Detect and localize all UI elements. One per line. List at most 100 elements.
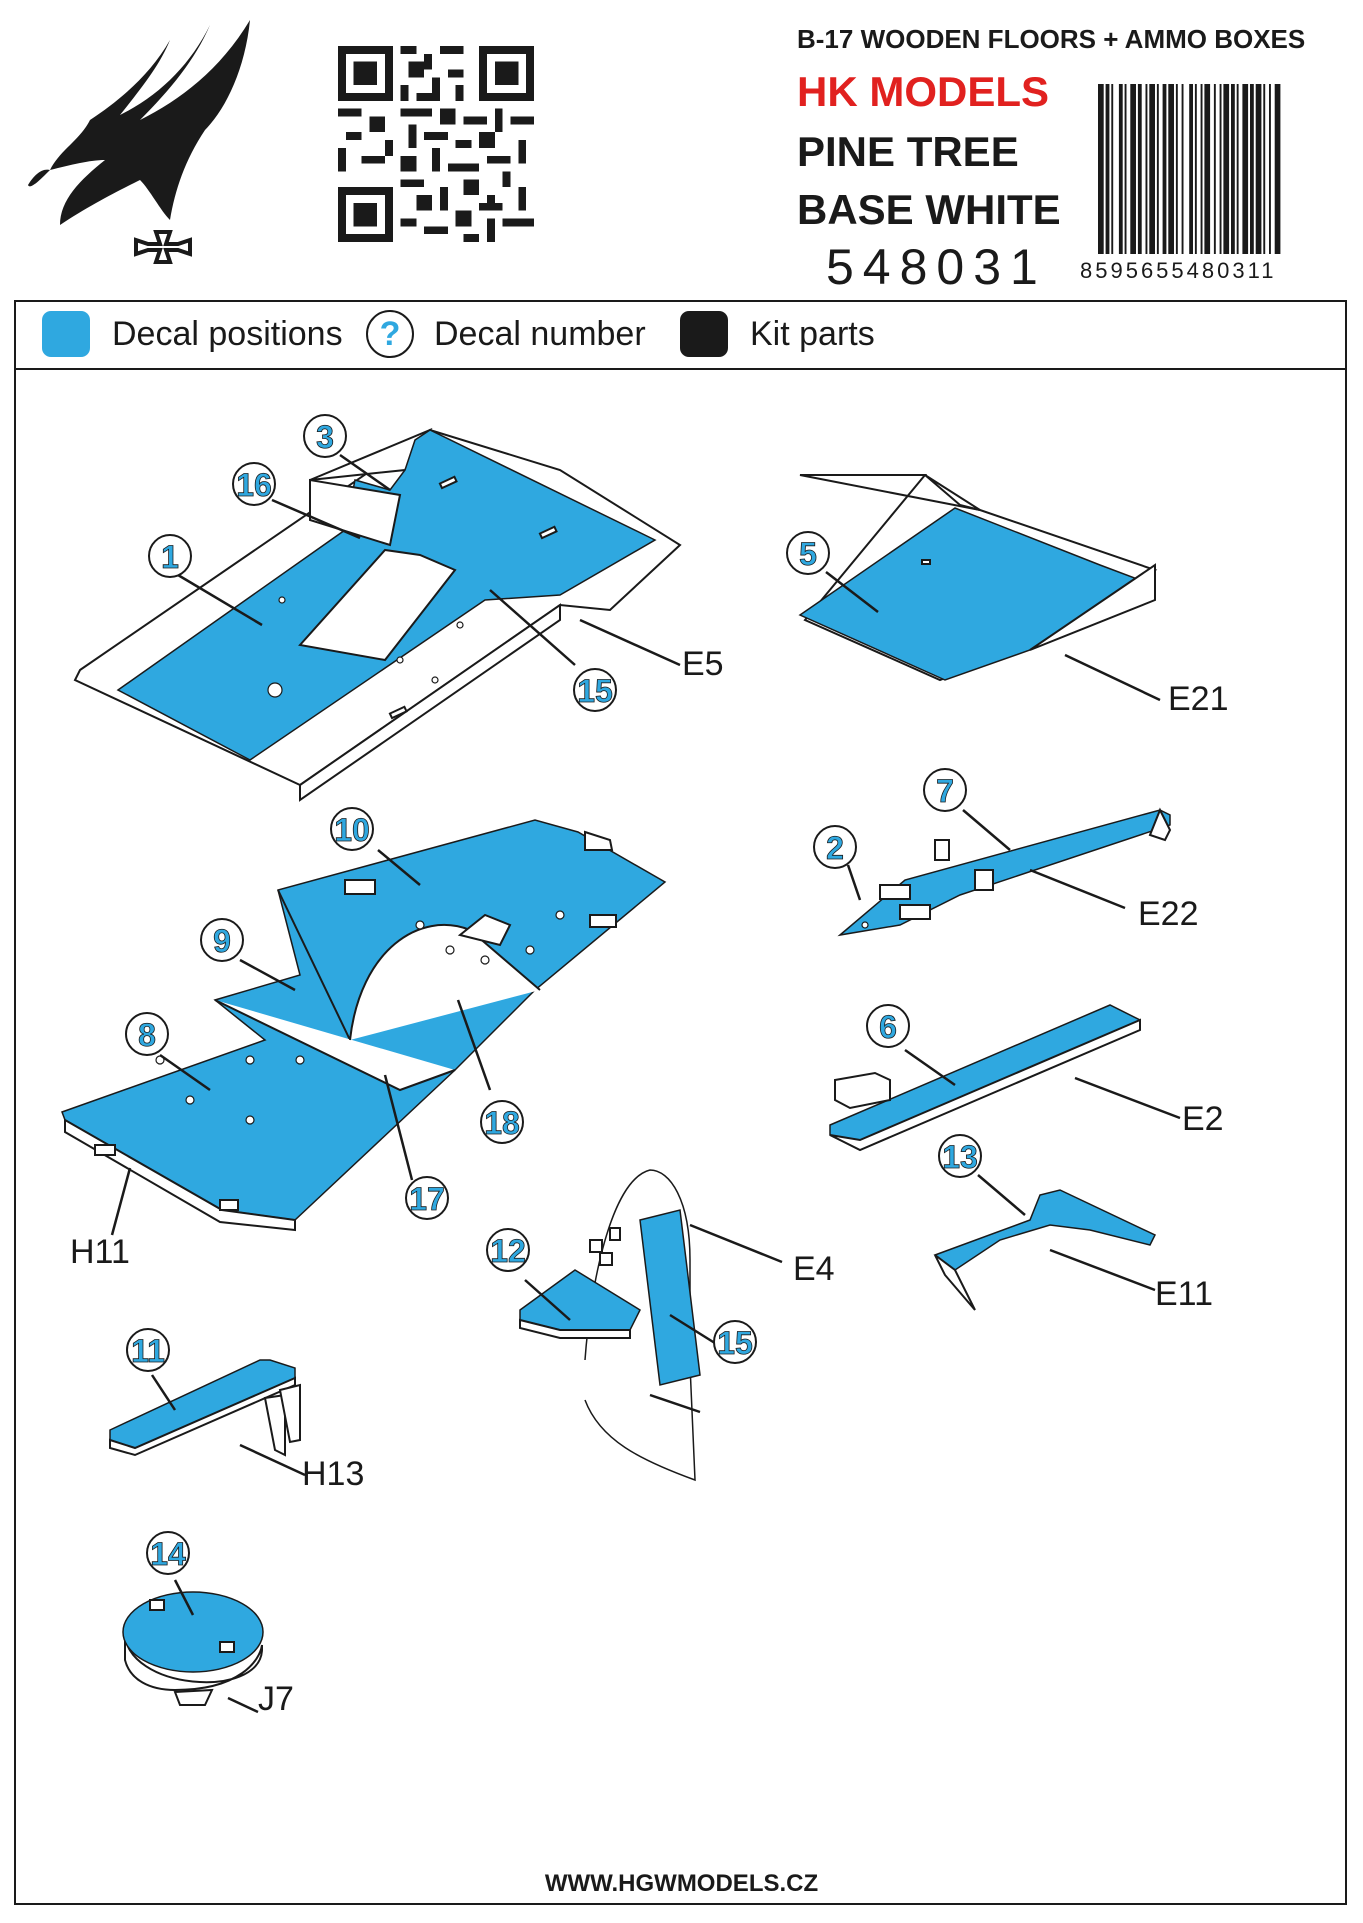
legend-decal-number: ? Decal number [366,310,646,358]
wood-type: PINE TREE [797,128,1019,175]
decal-marker-2: 2 [813,825,857,869]
barcode-bar [1162,84,1167,254]
decal-number: 7 [936,773,954,809]
decal-leaders [150,453,1026,1616]
black-swatch [680,311,728,357]
instruction-frame [14,300,1347,1905]
part-label-h13: H13 [302,1455,364,1493]
barcode-bar [1194,84,1197,254]
decal-number: 10 [334,812,370,848]
part-j7 [122,1591,264,1714]
barcode-bar [1231,84,1235,254]
legend-number-label: Decal number [434,314,646,353]
legend: Decal positions ? Decal number Kit parts [14,300,1347,370]
barcode-bar [1118,84,1123,254]
legend-kit-parts: Kit parts [680,311,875,357]
part-e11 [933,1189,1157,1311]
decal-marker-9: 9 [200,918,244,962]
decal-marker-18: 18 [480,1100,524,1144]
decal-number: 14 [150,1536,186,1572]
part-label-e2: E2 [1182,1100,1224,1138]
decal-marker-5: 5 [786,531,830,575]
legend-decal-positions: Decal positions [42,311,343,357]
product-title: B-17 WOODEN FLOORS + AMMO BOXES [797,24,1306,54]
decal-number: 15 [717,1325,753,1361]
decal-marker-6: 6 [866,1004,910,1048]
part-e22 [837,807,1172,937]
decal-marker-17: 17 [405,1176,449,1220]
part-h13 [109,1359,306,1477]
eagle-logo [28,20,250,264]
product-code: 548031 [826,239,1047,295]
barcode-bar [1137,84,1142,254]
decal-marker-14: 14 [146,1531,190,1575]
barcode-bar [1181,84,1184,254]
part-e4 [519,1169,783,1482]
part-label-e4: E4 [793,1250,835,1288]
decal-number: 17 [409,1181,445,1217]
qr-code [338,46,534,242]
part-e5 [73,427,682,802]
barcode-bar [1098,84,1104,254]
barcode-bar [1204,84,1211,254]
barcode-bar [1213,84,1216,254]
footer-url: WWW.HGWMODELS.CZ [544,1870,819,1897]
decal-number: 2 [826,830,844,866]
decal-marker-16: 16 [232,462,276,506]
part-label-e22: E22 [1138,895,1199,933]
decal-marker-3: 3 [303,414,347,458]
decal-marker-15: 15 [713,1320,757,1364]
barcode [1098,84,1281,254]
barcode-bar [1168,84,1174,254]
decal-marker-10: 10 [330,807,374,851]
legend-parts-label: Kit parts [750,314,875,353]
barcode-bar [1219,84,1222,254]
decal-marker-7: 7 [923,768,967,812]
part-label-e21: E21 [1168,680,1229,718]
barcode-bar [1223,84,1230,254]
barcode-bar [1175,84,1178,254]
barcode-bar [1111,84,1114,254]
decal-marker-11: 11 [126,1328,170,1372]
decal-number: 16 [236,467,272,503]
decal-number: 3 [316,419,334,455]
decal-marker-15: 15 [573,668,617,712]
part-label-e11: E11 [1155,1275,1213,1313]
base-color: BASE WHITE [797,186,1061,233]
decal-marker-12: 12 [486,1228,530,1272]
part-label-h11: H11 [70,1233,130,1271]
brand-name: HK MODELS [797,68,1049,115]
decal-number: 12 [490,1233,526,1269]
legend-positions-label: Decal positions [112,314,343,353]
decal-number: 13 [942,1139,978,1175]
decal-number: 15 [577,673,613,709]
barcode-bar [1236,84,1239,254]
part-e21 [798,474,1161,702]
barcode-bar [1242,84,1249,254]
part-h11 [61,819,667,1236]
barcode-bar [1263,84,1266,254]
barcode-digits: 8595655480311 [1080,258,1277,283]
decal-diagram: .ln { stroke:#1a1a1a; stroke-width:2; fi… [61,414,1229,1718]
barcode-bar [1255,84,1262,254]
barcode-bar [1145,84,1148,254]
decal-number: 1 [161,539,179,575]
part-e2 [829,1004,1181,1152]
decal-number: 9 [213,923,231,959]
barcode-bar [1189,84,1193,254]
part-label-e5: E5 [682,645,724,683]
barcode-bar [1269,84,1271,254]
barcode-bar [1149,84,1155,254]
part-label-j7: J7 [258,1680,294,1718]
decal-number: 11 [131,1333,165,1369]
decal-marker-8: 8 [125,1012,169,1056]
question-icon: ? [366,310,414,358]
barcode-bar [1250,84,1254,254]
decal-number: 18 [484,1105,520,1141]
barcode-bar [1130,84,1136,254]
barcode-bar [1274,84,1281,254]
decal-number: 6 [879,1009,897,1045]
decal-marker-1: 1 [148,534,192,578]
decal-number: 5 [799,536,817,572]
